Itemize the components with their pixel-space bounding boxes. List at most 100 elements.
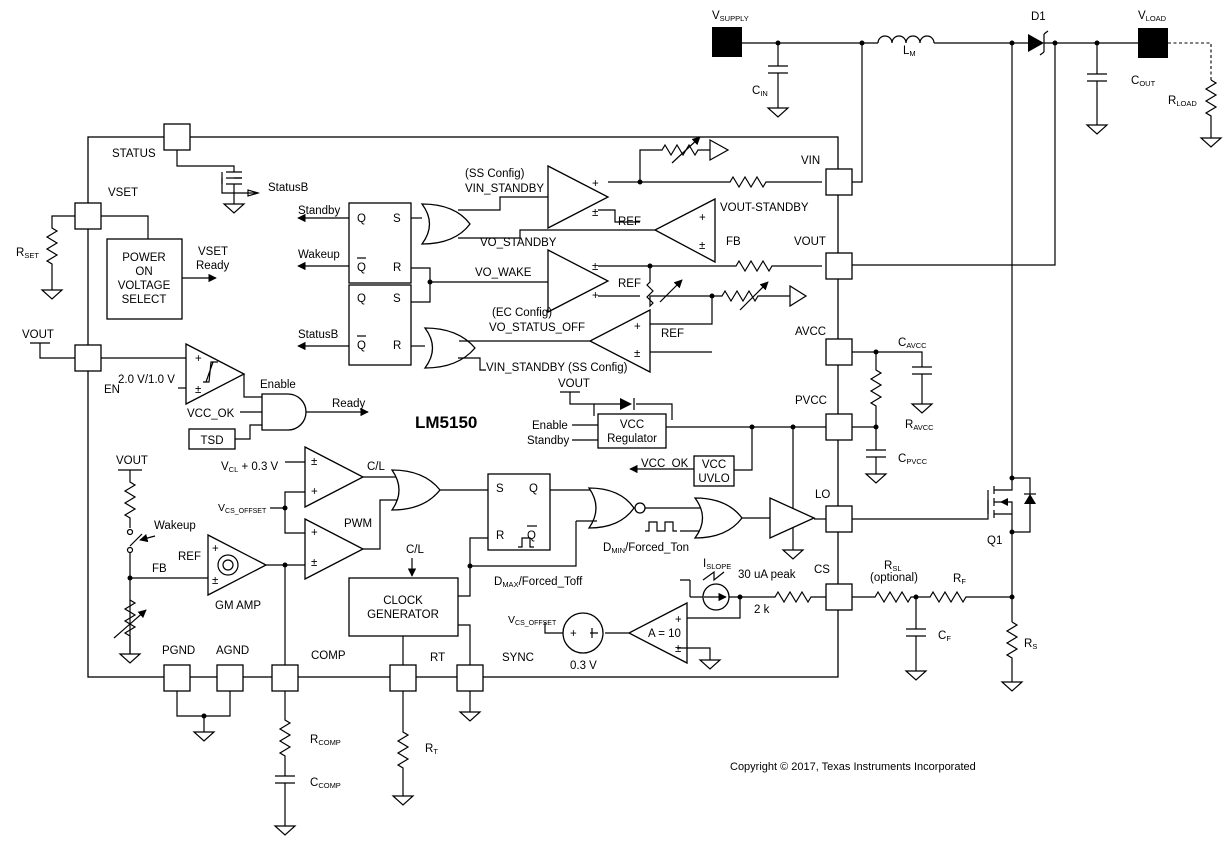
pin-status-label: STATUS [112,148,156,160]
islope-label: ISLOPE [703,558,731,571]
comparator-current-limit [304,445,365,509]
amp-gain-label: A = 10 [648,628,681,640]
svg-text:±: ± [592,261,598,273]
mosfet-q1 [852,475,1036,535]
svg-text:±: ± [634,348,640,360]
svg-text:VCC: VCC [702,459,726,471]
svg-text:REF: REF [661,328,684,340]
svg-text:+: + [634,321,641,333]
pin-cs-label: CS [814,564,830,576]
vcc-regulator-block [597,413,667,449]
rsl-note: (optional) [870,572,918,584]
gm-amp-label: GM AMP [215,600,261,612]
and-gate-ready [261,393,307,431]
inductor-lm [877,35,935,44]
power-stage: VSUPPLY CIN LM D1 COUT VLOAD RLOAD [712,10,1223,148]
comparator-vin-standby [547,164,610,230]
rt-ext-label: RT [425,743,438,756]
dmax-label: DMAX/Forced_Toff [494,576,583,589]
latch-pwm [487,473,551,551]
pin-vin [825,168,853,196]
d1-label: D1 [1031,11,1046,23]
power-on-voltage-select-block [106,238,183,320]
pin-pvcc [825,413,853,441]
gate-driver-buffer [769,496,816,540]
vload-terminal [1138,28,1168,58]
svg-text:VCC: VCC [620,419,644,431]
svg-text:Q: Q [529,483,538,495]
svg-text:Q: Q [357,213,366,225]
pin-en-label: EN [104,384,120,396]
svg-text:S: S [496,483,504,495]
svg-text:+: + [592,178,599,190]
pin-comp [271,664,299,692]
svg-text:±: ± [592,207,598,219]
svg-text:+: + [311,527,318,539]
cl-clock-label: C/L [406,544,425,556]
pin-en [74,344,102,372]
ready-label: Ready [332,398,365,410]
vin-standby-label: VIN_STANDBY [465,183,544,195]
enable-label: Enable [260,379,296,391]
statusb-out-label: StatusB [298,329,339,341]
pwm-label: PWM [344,518,372,530]
offset-03-label: 0.3 V [570,660,597,672]
rcomp-label: RCOMP [310,734,341,747]
vcc-ok-label: VCC_OK [187,408,235,420]
vcc-uvlo-block [693,455,735,487]
lm-label: LM [903,45,916,58]
svg-text:+: + [311,486,318,498]
povs-line-3: VOLTAGE [118,280,171,292]
comparator-vo-wake [547,248,610,314]
svg-text:REF: REF [618,216,641,228]
vset-ready-1: VSET [198,246,228,258]
comparator-vo-status-off [588,308,651,374]
cf-label: CF [938,630,951,643]
vcs-offset2-label: VCS_OFFSET [508,614,557,627]
or-gate-driver [693,497,743,539]
svg-text:Q: Q [357,293,366,305]
vset-ready-2: Ready [196,260,229,272]
rset-label: RSET [16,247,39,260]
en-threshold-label: 2.0 V/1.0 V [118,374,175,386]
pin-vset-label: VSET [108,187,138,199]
svg-text:S: S [393,293,401,305]
rsl-label: RSL [884,560,902,573]
pin-vout [825,252,853,280]
pin-agnd-label: AGND [216,645,249,657]
povs-line-4: SELECT [122,294,167,306]
svg-text:±: ± [212,575,218,587]
cin-label: CIN [752,85,768,98]
vcl-label: VCL + 0.3 V [221,461,279,474]
pin-avcc [825,338,853,366]
or-gate-status [423,327,476,369]
svg-text:UVLO: UVLO [698,473,729,485]
svg-text:+: + [592,290,599,302]
svg-text:+: + [570,628,577,640]
rload-label: RLOAD [1168,95,1197,108]
r-2k-label: 2 k [754,604,770,616]
comparator-vout-standby [653,197,716,264]
wakeup-sw-label: Wakeup [154,520,196,532]
pin-vset [74,202,102,230]
slope-peak-label: 30 uA peak [738,569,796,581]
pin-status [163,123,191,151]
fb-node-label: FB [152,563,167,575]
vcc-ok-uvlo-label: VCC_OK [641,458,689,470]
svg-text:+: + [195,353,202,365]
ss-config-label: (SS Config) [465,168,525,180]
vsupply-label: VSUPPLY [712,10,749,23]
pin-lo [825,505,853,533]
dmin-label: DMIN/Forced_Ton [603,542,689,555]
standby-out-label: Standby [298,205,340,217]
ec-config-label: (EC Config) [492,307,552,319]
vcs-offset-label: VCS_OFFSET [218,502,267,515]
comparator-pwm [304,517,365,581]
pin-sync-label: SYNC [502,652,534,664]
svg-text:Q: Q [527,530,536,542]
standby-reg-label: Standby [527,435,569,447]
cpvcc-label: CPVCC [898,453,928,466]
svg-text:R: R [393,262,401,274]
latch-status [348,284,412,366]
